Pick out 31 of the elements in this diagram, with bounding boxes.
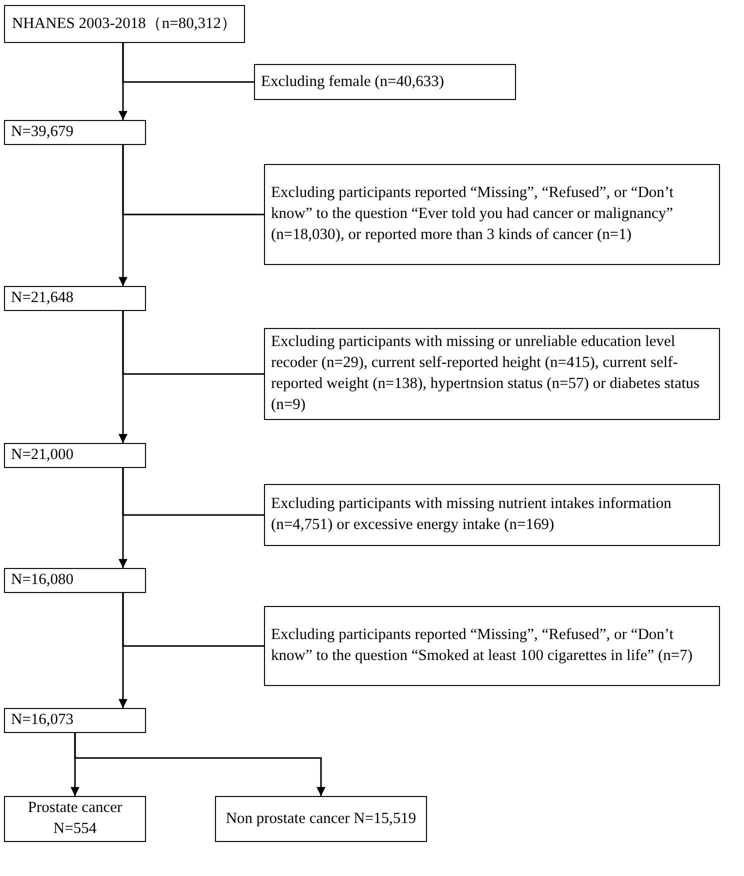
box-text: N=21,000 [11, 445, 75, 466]
arrow [118, 43, 128, 120]
exclusion-box [264, 164, 720, 265]
box-text: Excluding participants reported “Missing”, “Refused”, or “Don’t know” to the question “Ever told you had cancer or malignancy” (n=18,030), or reported more than 3 kinds of cancer (n=1) [271, 183, 675, 245]
process-box [4, 443, 146, 468]
box-text: N=16,080 [11, 570, 75, 590]
arrow [118, 311, 128, 443]
box-text: NHANES 2003-2018（n=80,312） [12, 14, 238, 34]
arrow [118, 145, 128, 286]
process-box [215, 796, 427, 842]
arrow [118, 593, 128, 708]
arrow [74, 733, 326, 796]
arrow [118, 468, 128, 568]
process-box [4, 708, 146, 733]
box-text: Excluding participants reported “Missing”, “Refused”, or “Don’t know” to the question “Smoked at least 100 cigarettes in life” (n=7) [271, 625, 694, 666]
process-box [4, 286, 146, 311]
box-text: N=21,648 [11, 288, 75, 308]
process-box [4, 796, 146, 842]
box-text: Excluding participants with missing or unreliable education level recoder (n=29), current self-reported height (n=415), current self-reported weight (n=138), hypertnsion status (n=57) or diabetes status (n=9) [271, 332, 701, 415]
exclusion-box [254, 64, 516, 100]
process-box [4, 120, 146, 145]
box-text: N=39,679 [11, 122, 75, 142]
exclusion-box [264, 484, 720, 546]
box-text: Excluding participants with missing nutrient intakes information (n=4,751) or excessive energy intake (n=169) [271, 494, 672, 535]
process-box [4, 5, 245, 43]
box-text: Non prostate cancer N=15,519 [226, 808, 416, 829]
box-text: Excluding female (n=40,633) [261, 72, 446, 92]
box-text: N=16,073 [11, 710, 75, 730]
box-text: Prostate cancer N=554 [26, 798, 124, 839]
exclusion-box [264, 606, 720, 686]
process-box [4, 568, 146, 593]
